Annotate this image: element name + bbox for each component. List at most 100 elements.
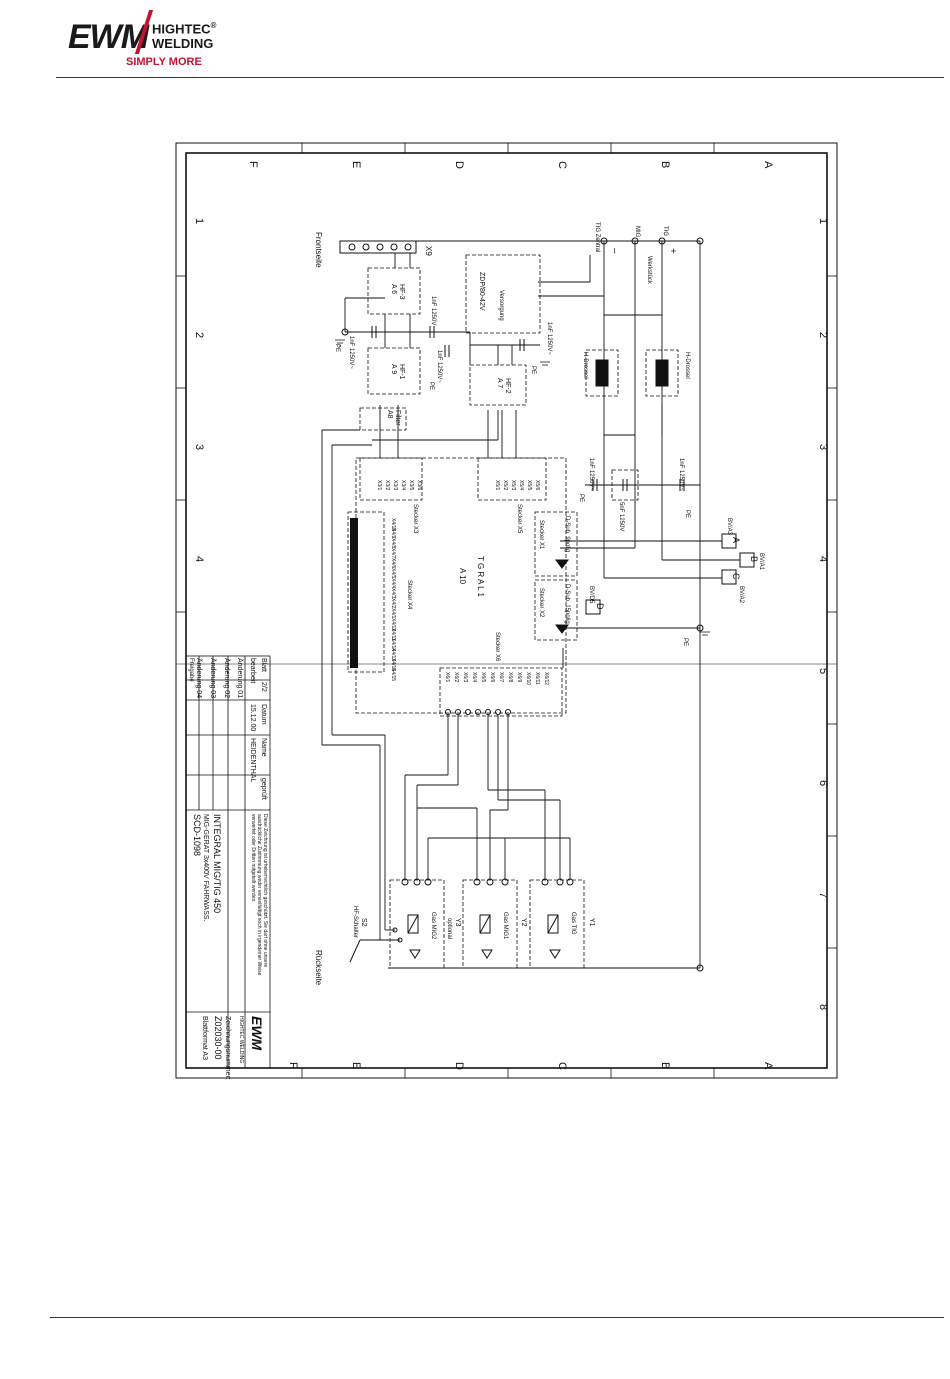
- label-y3: Y3: [454, 918, 461, 927]
- frame-letter-bottom-e: E: [350, 1062, 362, 1069]
- frame-letter-bottom-d: D: [453, 1062, 465, 1070]
- pin-x4-15: X4/15: [390, 668, 396, 681]
- pin-x3-4: X3/5: [408, 480, 414, 491]
- pin-x6-11: X6/12: [543, 672, 549, 685]
- label-frontseite: Frontseite: [314, 232, 323, 268]
- title-block-text: Blatt 2/2 Datum Name geprüft bearbeit 15…: [188, 658, 268, 1080]
- label-werkstueck: Werkstück: [646, 256, 652, 285]
- label-mig: MIG: [634, 226, 640, 238]
- labels: Frontseite Rückseite X9 HF-3 A 6 HF-1 A …: [314, 222, 764, 986]
- box-d: [585, 599, 601, 615]
- stecker-x6-box: [439, 667, 563, 717]
- label-bv-a1: BV/A1: [758, 553, 764, 571]
- tb-title-3: SCD-1098: [192, 814, 202, 856]
- label-y1: Y1: [588, 918, 595, 927]
- tb-datum-label: Datum: [260, 704, 267, 725]
- label-stecker-x4: Stecker X4: [406, 580, 412, 610]
- frame-number-right-4: 4: [817, 556, 829, 562]
- frame-number-left-3: 3: [193, 444, 205, 450]
- frame-letter-top-b: B: [659, 161, 671, 168]
- label-box-b: B: [749, 556, 759, 562]
- tb-zeichnungsnummer: Z02030-00: [213, 1016, 223, 1060]
- tb-aend-1: Änderung 01: [236, 658, 244, 698]
- label-box-c: C: [731, 573, 741, 580]
- tb-copyright: Diese Zeichnung ist urheberrechtlich ges…: [250, 814, 268, 976]
- pin-x3-0: X3/1: [376, 480, 382, 491]
- frame-letter-top-a: A: [762, 161, 774, 169]
- wiring: [321, 240, 740, 969]
- pin-x3-2: X3/3: [392, 480, 398, 491]
- hf1-box: [367, 347, 421, 395]
- pin-x4-3: X4/7: [390, 548, 396, 559]
- stecker-x3-box: [359, 457, 423, 501]
- pin-x3-5: X3/6: [416, 480, 422, 491]
- pin-x4-12: X4/14: [390, 638, 396, 651]
- tb-datum-value: 15.12.00: [249, 704, 256, 731]
- ewm-logo: EWM HIGHTEC®WELDING SIMPLY MORE: [64, 8, 224, 70]
- frame-number-right-1: 1: [817, 218, 829, 224]
- label-versorgung: Versorgung: [498, 290, 504, 321]
- pin-x4-8: X4/2: [390, 598, 396, 609]
- pin-x5-5: X5/6: [534, 480, 540, 491]
- pin-x6-3: X6/4: [471, 672, 477, 683]
- pin-x6-2: X6/3: [462, 672, 468, 683]
- cap-5nf-box: [611, 469, 639, 501]
- label-tgral: T G R A L 1: [476, 556, 485, 597]
- logo-slogan: SIMPLY MORE: [126, 56, 202, 68]
- pin-x6-1: X6/2: [453, 672, 459, 683]
- header-rule: [56, 77, 944, 78]
- label-hf1: HF-1: [398, 364, 405, 380]
- pin-x4-14: X4/16: [390, 658, 396, 671]
- valve-y3-box: [389, 879, 445, 969]
- pin-x3-1: X3/2: [384, 480, 390, 491]
- pin-x6-8: X6/9: [516, 672, 522, 683]
- dsub-x2-box: [534, 579, 578, 641]
- label-h-drossel-2: H-Drossel: [684, 352, 690, 379]
- label-h-drossel-1: H-Drossel: [582, 352, 588, 379]
- valve-y2-box: [462, 879, 518, 969]
- box-c: [721, 569, 737, 585]
- pin-x4-11: X4/11: [390, 628, 396, 641]
- pin-x4-1: X4/9: [390, 528, 396, 539]
- a10-box: [355, 457, 567, 714]
- stecker-x4-box: [347, 511, 385, 673]
- tb-aend-4: Änderung 04: [195, 658, 203, 698]
- label-cap-5: 1nF 1250V~: [588, 458, 594, 491]
- label-y2: Y2: [520, 918, 527, 927]
- label-a10: A 10: [458, 568, 467, 585]
- footer-rule: [50, 1317, 944, 1318]
- tb-blatt-value: 2/2: [260, 682, 267, 692]
- pin-x4-4: X4/6: [390, 558, 396, 569]
- tb-gepr-label: geprüft: [260, 778, 267, 800]
- label-a8: A8: [386, 410, 393, 419]
- label-minus: –: [609, 248, 620, 254]
- pin-x5-1: X5/2: [502, 480, 508, 491]
- pin-x4-2: X4/8: [390, 538, 396, 549]
- filter-box: [359, 407, 407, 431]
- label-pe-3: PE: [530, 366, 536, 374]
- label-gas-mig2: Gas MIG2: [430, 912, 436, 940]
- pin-x4-9: X4/1: [390, 608, 396, 619]
- label-filter: Filter: [394, 410, 401, 426]
- label-cap-5nf: 5nF 1250V: [618, 502, 624, 531]
- label-bv-d5: BV/D5: [588, 586, 594, 604]
- x6-pins: [445, 709, 511, 715]
- label-stecker-x1: Stecker X1: [538, 520, 544, 550]
- tb-brand: EWM: [249, 1016, 265, 1051]
- label-dsub9: D-Sub. 9polig: [564, 516, 570, 552]
- label-zdp: ZDP/80-42V: [478, 272, 485, 311]
- dsub-x1-box: [534, 511, 578, 577]
- frame-letter-bottom-f: F: [287, 1062, 299, 1069]
- label-cap-6: 1nF 1250V~: [678, 458, 684, 491]
- pin-x5-2: X5/3: [510, 480, 516, 491]
- title-block: [185, 655, 271, 1069]
- label-pe-5: PE: [684, 510, 690, 518]
- label-pe-6: PE: [682, 638, 688, 646]
- label-pe-2: PE: [428, 382, 434, 390]
- pin-x4-6: X4/4: [390, 578, 396, 589]
- valve-y1-box: [529, 879, 585, 969]
- label-box-d: D: [595, 603, 605, 610]
- frame-letter-top-e: E: [350, 161, 362, 168]
- pin-x6-0: X6/1: [444, 672, 450, 683]
- label-box-a: A: [731, 537, 741, 543]
